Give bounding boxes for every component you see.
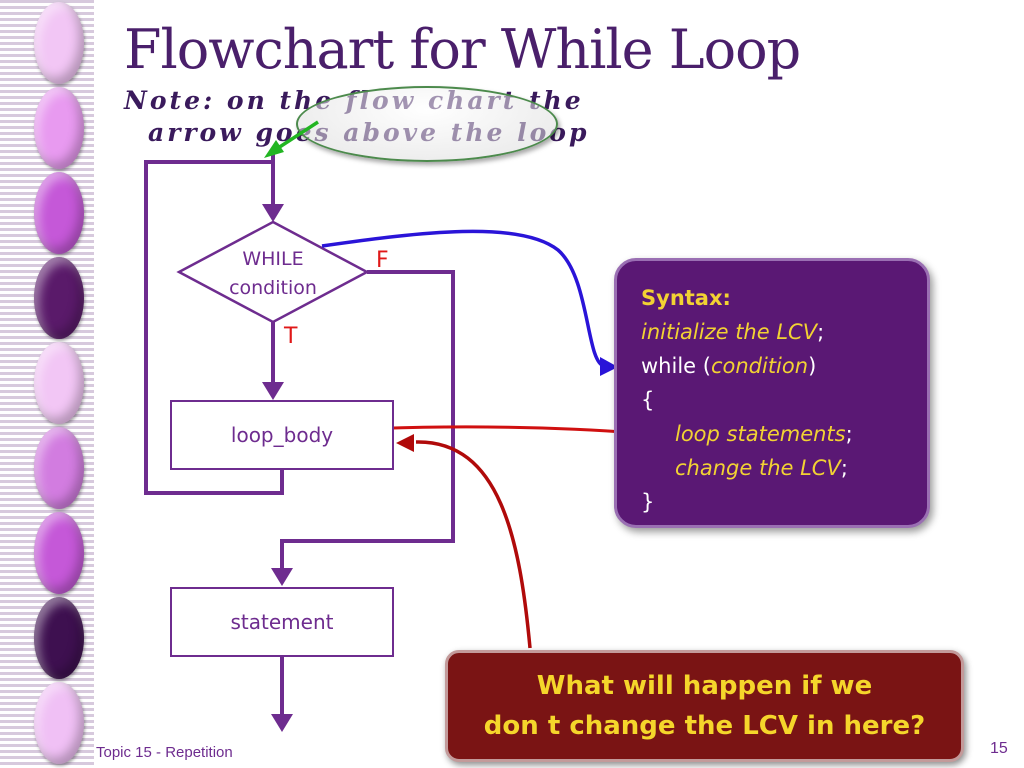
question-line-2: don t change the LCV in here? bbox=[483, 711, 926, 741]
statement-label: statement bbox=[230, 610, 334, 634]
exit-arrow bbox=[271, 656, 293, 732]
question-line-1: What will happen if we bbox=[536, 671, 873, 701]
decision-line-1: WHILE bbox=[242, 248, 304, 270]
decision-line-2: condition bbox=[229, 277, 317, 299]
bead bbox=[34, 172, 84, 254]
bead bbox=[34, 257, 84, 339]
bead bbox=[34, 597, 84, 679]
red-curved-arrow-to-loop-body bbox=[396, 434, 532, 649]
bead bbox=[34, 682, 84, 764]
bead bbox=[34, 87, 84, 169]
question-callout: What will happen if we don t change the … bbox=[445, 650, 964, 762]
green-arrow bbox=[264, 120, 319, 158]
false-path bbox=[271, 270, 455, 586]
syntax-close-paren: ) bbox=[808, 354, 817, 378]
blue-curved-arrow bbox=[321, 229, 618, 376]
syntax-open-brace: { bbox=[641, 388, 655, 412]
syntax-loop-statements: loop statements bbox=[675, 422, 846, 446]
slide-title: Flowchart for While Loop bbox=[124, 18, 801, 81]
page-number: 15 bbox=[990, 740, 1008, 757]
syntax-condition: condition bbox=[710, 354, 809, 378]
syntax-heading: Syntax: bbox=[641, 286, 731, 310]
bead bbox=[34, 427, 84, 509]
entry-arrow bbox=[262, 150, 284, 222]
decision-text: WHILE condition bbox=[200, 245, 346, 303]
bead bbox=[34, 342, 84, 424]
true-arrow bbox=[262, 322, 284, 400]
highlight-oval bbox=[296, 86, 558, 162]
syntax-close-brace: } bbox=[641, 490, 655, 514]
bead bbox=[34, 2, 84, 84]
bead bbox=[34, 512, 84, 594]
footer-topic: Topic 15 - Repetition bbox=[96, 744, 233, 761]
syntax-panel: Syntax: initialize the LCV; while (condi… bbox=[614, 258, 930, 528]
syntax-init: initialize the LCV bbox=[641, 320, 818, 344]
true-label: T bbox=[284, 324, 298, 349]
syntax-change-lcv: change the LCV bbox=[675, 456, 841, 480]
loop-body-box: loop_body bbox=[170, 400, 394, 470]
statement-box: statement bbox=[170, 587, 394, 657]
syntax-semicolon-1: ; bbox=[817, 320, 825, 344]
false-label: F bbox=[376, 248, 389, 273]
syntax-semicolon-3: ; bbox=[840, 456, 848, 480]
syntax-while-keyword: while ( bbox=[641, 354, 711, 378]
loop-body-label: loop_body bbox=[230, 423, 334, 447]
loop-back-line bbox=[144, 160, 284, 495]
syntax-semicolon-2: ; bbox=[845, 422, 853, 446]
bead-column bbox=[0, 0, 120, 768]
